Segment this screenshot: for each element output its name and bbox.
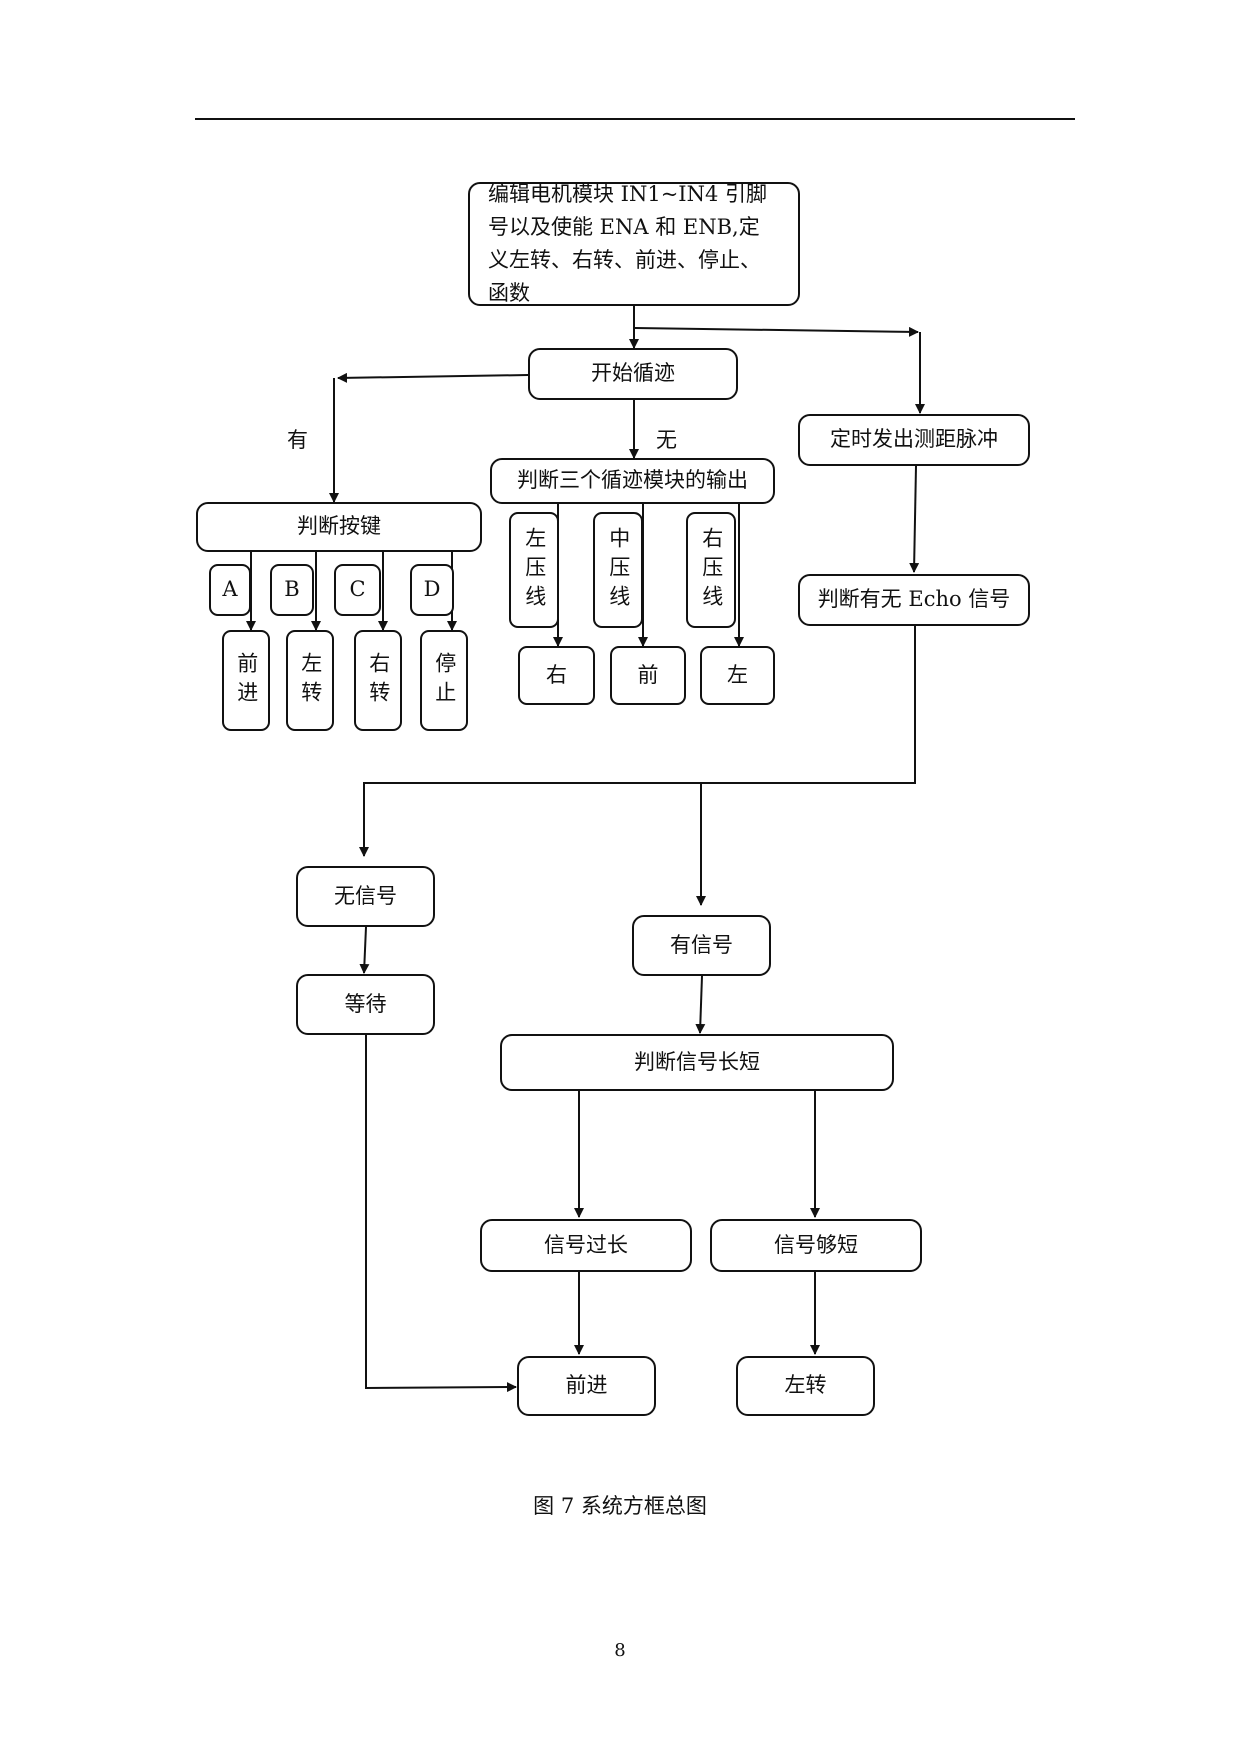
sensor-left-box: 左压线 — [509, 512, 559, 628]
header-rule — [195, 118, 1075, 120]
sensor-action-right-label: 右 — [546, 662, 567, 687]
init-motor-box: 编辑电机模块 IN1~IN4 引脚号以及使能 ENA 和 ENB,定义左转、右转… — [468, 182, 800, 306]
short-enough-box: 信号够短 — [710, 1219, 922, 1272]
sensor-left-label: 左压线 — [522, 526, 547, 614]
action-right-box: 右转 — [354, 630, 402, 731]
turn-left-box: 左转 — [736, 1356, 875, 1416]
has-signal-label: 有信号 — [670, 932, 733, 957]
too-long-box: 信号过长 — [480, 1219, 692, 1272]
wait-box: 等待 — [296, 974, 435, 1035]
sensor-middle-label: 中压线 — [606, 526, 631, 614]
action-stop-box: 停止 — [420, 630, 468, 731]
judge-length-box: 判断信号长短 — [500, 1034, 894, 1091]
init-motor-text: 编辑电机模块 IN1~IN4 引脚号以及使能 ENA 和 ENB,定义左转、右转… — [488, 182, 768, 305]
action-left-box: 左转 — [286, 630, 334, 731]
short-enough-label: 信号够短 — [774, 1232, 858, 1257]
judge-echo-label: 判断有无 Echo 信号 — [817, 587, 1011, 612]
sensor-action-right-box: 右 — [518, 646, 595, 705]
pulse-box: 定时发出测距脉冲 — [798, 414, 1030, 466]
wait-label: 等待 — [344, 991, 387, 1016]
judge-keys-label: 判断按键 — [297, 514, 381, 539]
no-signal-box: 无信号 — [296, 866, 435, 927]
sensor-right-box: 右压线 — [686, 512, 736, 628]
key-b-label: B — [284, 577, 300, 602]
edge-label-yes: 有 — [287, 428, 308, 452]
judge-tracking-label: 判断三个循迹模块的输出 — [517, 468, 748, 493]
start-tracking-box: 开始循迹 — [528, 348, 738, 400]
key-d-box: D — [410, 564, 454, 616]
action-right-label: 右转 — [366, 651, 391, 710]
judge-echo-box: 判断有无 Echo 信号 — [798, 574, 1030, 626]
sensor-action-forward-label: 前 — [637, 662, 659, 687]
action-forward-box: 前进 — [222, 630, 270, 731]
turn-left-label: 左转 — [784, 1373, 827, 1398]
pulse-label: 定时发出测距脉冲 — [830, 427, 998, 452]
judge-keys-box: 判断按键 — [196, 502, 482, 552]
action-forward-label: 前进 — [234, 651, 259, 710]
page-number: 8 — [614, 1640, 626, 1661]
figure-caption: 图 7 系统方框总图 — [533, 1494, 707, 1518]
action-stop-label: 停止 — [432, 651, 457, 710]
start-tracking-label: 开始循迹 — [591, 361, 675, 386]
sensor-action-left-label: 左 — [727, 662, 748, 687]
edge-label-no: 无 — [656, 428, 677, 452]
forward-label: 前进 — [565, 1373, 608, 1398]
key-a-box: A — [209, 564, 251, 616]
sensor-right-label: 右压线 — [699, 526, 724, 614]
sensor-action-left-box: 左 — [700, 646, 775, 705]
sensor-action-forward-box: 前 — [610, 646, 686, 705]
judge-tracking-box: 判断三个循迹模块的输出 — [490, 458, 775, 504]
has-signal-box: 有信号 — [632, 915, 771, 976]
key-a-label: A — [222, 577, 238, 602]
no-signal-label: 无信号 — [334, 883, 397, 908]
action-left-label: 左转 — [298, 651, 323, 710]
key-c-label: C — [349, 577, 366, 602]
forward-box: 前进 — [517, 1356, 656, 1416]
key-b-box: B — [270, 564, 314, 616]
sensor-middle-box: 中压线 — [593, 512, 643, 628]
too-long-label: 信号过长 — [544, 1232, 628, 1257]
key-d-label: D — [423, 577, 441, 602]
judge-length-label: 判断信号长短 — [634, 1049, 760, 1074]
key-c-box: C — [334, 564, 381, 616]
